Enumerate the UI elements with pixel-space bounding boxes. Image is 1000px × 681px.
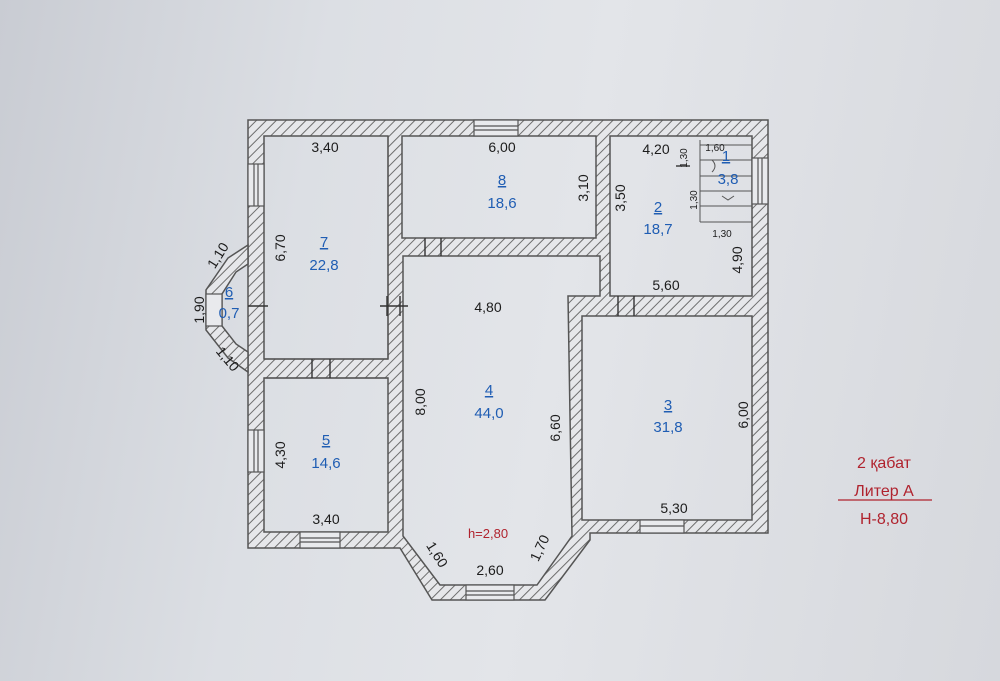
room-3-number: 3 (664, 397, 672, 414)
dim-r1-d: 1,30 (712, 229, 732, 240)
window-bottom-7 (299, 531, 341, 549)
dim-r2-top: 4,20 (642, 141, 669, 157)
window-bay-6 (205, 293, 223, 327)
partitions (264, 136, 389, 379)
dim-r4-right: 6,60 (547, 414, 563, 441)
room-4-number: 4 (485, 382, 493, 399)
room-2-number: 2 (654, 199, 662, 216)
windows (205, 119, 769, 601)
room-8-number: 8 (498, 172, 506, 189)
dim-r4-left: 8,00 (412, 388, 428, 415)
room-7-area: 22,8 (309, 257, 338, 274)
stair (699, 140, 752, 223)
height-label: h=2,80 (468, 526, 508, 541)
window-left-7 (247, 163, 265, 207)
room-8-area: 18,6 (487, 195, 516, 212)
dim-r7-side: 6,70 (272, 234, 288, 261)
dim-r5-side: 4,30 (272, 441, 288, 468)
dimension-labels: 3,40 6,70 6,00 3,10 4,20 3,50 4,90 5,60 … (191, 139, 751, 578)
window-right-1 (751, 157, 769, 205)
room-5-number: 5 (322, 432, 330, 449)
dim-bay-bottom: 2,60 (476, 562, 503, 578)
room-3-area: 31,8 (653, 419, 682, 436)
legend-liter: Литер А (854, 483, 914, 500)
window-top-8 (473, 119, 519, 137)
room-labels: 1 3,8 2 18,7 3 31,8 4 44,0 5 14,6 6 0,7 … (219, 148, 739, 472)
dim-r2-side: 3,50 (612, 184, 628, 211)
bay-6-wall (205, 243, 249, 374)
room-1-area: 3,8 (718, 171, 739, 188)
dim-r4-top: 4,80 (474, 299, 501, 315)
room-2-area: 18,7 (643, 221, 672, 238)
dim-r6-side: 1,90 (191, 296, 207, 323)
room-6-area: 0,7 (219, 305, 240, 322)
dim-r8-side: 3,10 (575, 174, 591, 201)
dim-r2-right: 4,90 (729, 246, 745, 273)
dim-r2-bottom: 5,60 (652, 277, 679, 293)
room-7-number: 7 (320, 234, 328, 251)
room-5-area: 14,6 (311, 455, 340, 472)
dim-bay-right: 1,70 (526, 532, 552, 564)
legend-floor: 2 қабат (857, 455, 912, 472)
room-4-area: 44,0 (474, 405, 503, 422)
dim-r8-top: 6,00 (488, 139, 515, 155)
room-6-number: 6 (225, 284, 233, 301)
room-1-number: 1 (722, 148, 730, 165)
window-left-5 (247, 429, 265, 473)
dim-r3-right: 6,00 (735, 401, 751, 428)
dim-r5-bottom: 3,40 (312, 511, 339, 527)
dim-r1-a: 1,60 (705, 143, 725, 154)
dim-r1-b: 1,30 (679, 148, 690, 168)
dim-r7-top: 3,40 (311, 139, 338, 155)
dim-r1-c: 1,30 (689, 190, 700, 210)
legend-height: Н-8,80 (860, 511, 908, 528)
legend: 2 қабат Литер А Н-8,80 (838, 455, 932, 528)
dim-r3-bottom: 5,30 (660, 500, 687, 516)
doors (248, 165, 690, 378)
window-bay-bottom (465, 584, 515, 601)
dim-bay-left: 1,60 (423, 539, 451, 571)
